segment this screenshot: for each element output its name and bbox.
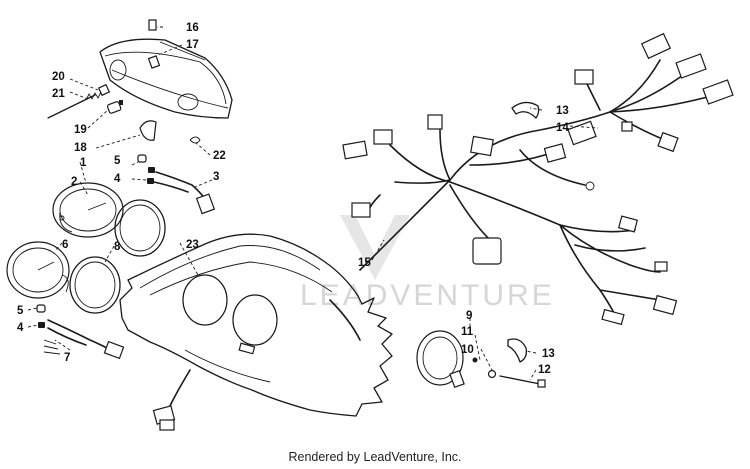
callout-21: 21 bbox=[52, 88, 65, 100]
part-3-harness bbox=[137, 154, 216, 215]
part-19-bushing bbox=[106, 100, 123, 114]
callout-18: 18 bbox=[74, 142, 87, 154]
callout-11: 11 bbox=[461, 326, 474, 338]
callout-2: 2 bbox=[71, 176, 77, 188]
callout-8: 8 bbox=[114, 241, 121, 253]
gauge-speedometer bbox=[52, 182, 124, 238]
instrument-pod-housing bbox=[119, 233, 393, 431]
part-7-harness bbox=[36, 304, 125, 360]
watermark: LEADVENTURE bbox=[300, 215, 555, 312]
part-9-gauge bbox=[416, 330, 546, 389]
callout-4a: 4 bbox=[114, 173, 121, 185]
headlight-assembly bbox=[99, 38, 233, 119]
footer-credit: Rendered by LeadVenture, Inc. bbox=[288, 450, 462, 464]
watermark-text: LEADVENTURE bbox=[300, 279, 555, 312]
callout-13b: 13 bbox=[542, 348, 555, 360]
callout-13a: 13 bbox=[556, 105, 569, 117]
callout-6: 6 bbox=[62, 239, 68, 251]
callout-12: 12 bbox=[538, 364, 551, 376]
leader-lines bbox=[27, 26, 599, 381]
callout-15: 15 bbox=[358, 257, 371, 269]
part-18-socket bbox=[139, 120, 157, 141]
callout-3: 3 bbox=[213, 171, 219, 183]
part-20-21-screw-spring bbox=[47, 83, 111, 119]
callout-5a: 5 bbox=[114, 155, 121, 167]
callout-20: 20 bbox=[52, 71, 65, 83]
callout-4b: 4 bbox=[17, 322, 24, 334]
callout-17: 17 bbox=[186, 39, 199, 51]
part-22-clip bbox=[189, 136, 201, 144]
callout-1: 1 bbox=[80, 157, 87, 169]
gasket-ring-upper bbox=[114, 199, 166, 257]
callout-22: 22 bbox=[213, 150, 226, 162]
callout-labels: 16 17 20 21 19 18 22 1 2 5 4 3 6 8 23 5 … bbox=[17, 22, 569, 376]
callout-19: 19 bbox=[74, 124, 87, 136]
part-13-grommet-lower bbox=[507, 338, 528, 363]
callout-9: 9 bbox=[466, 310, 472, 322]
callout-7: 7 bbox=[64, 352, 70, 364]
callout-23: 23 bbox=[186, 239, 199, 251]
callout-16: 16 bbox=[186, 22, 199, 34]
callout-5b: 5 bbox=[17, 305, 24, 317]
gauge-tachometer bbox=[6, 241, 70, 299]
callout-10: 10 bbox=[461, 344, 474, 356]
callout-14: 14 bbox=[556, 122, 569, 134]
part-13-grommet-upper bbox=[511, 101, 540, 119]
gasket-ring-lower bbox=[69, 256, 121, 314]
main-wiring-harness bbox=[342, 32, 734, 326]
part-16-clip bbox=[148, 19, 157, 31]
